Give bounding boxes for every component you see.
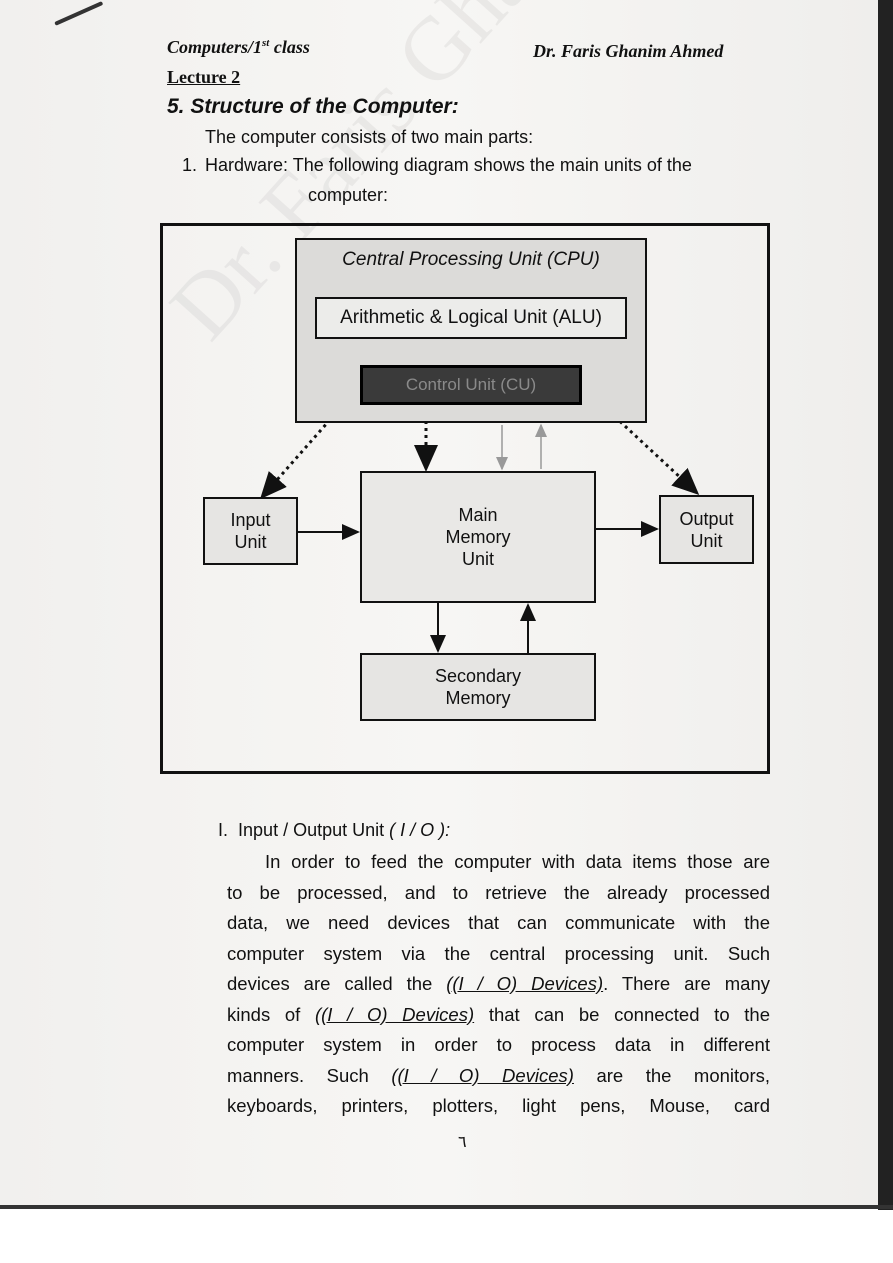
paragraph-line: kinds of ((I / O) Devices) that can be c… xyxy=(227,1000,770,1031)
line6-post: that can be connected to the xyxy=(474,1003,771,1025)
diagram-connectors xyxy=(160,223,770,774)
alu-box: Arithmetic & Logical Unit (ALU) xyxy=(315,297,627,339)
output-label-line2: Unit xyxy=(690,530,723,551)
cu-to-input-arrow xyxy=(260,387,360,500)
paragraph-line: to be processed, and to retrieve the alr… xyxy=(227,881,770,903)
memory-label-line2: Memory xyxy=(445,527,511,547)
course-suffix: class xyxy=(269,37,310,57)
io-subheading-paren: ( I / O ): xyxy=(389,820,451,840)
io-subheading-number: I. xyxy=(218,820,229,840)
paragraph-line: keyboards, printers, plotters, light pen… xyxy=(227,1095,770,1116)
intro-text: The computer consists of two main parts: xyxy=(205,127,534,147)
secondary-label-line2: Memory xyxy=(445,688,511,708)
hardware-continuation: computer: xyxy=(308,185,389,205)
input-label-line2: Unit xyxy=(234,532,267,552)
line8-pre: manners. Such xyxy=(227,1064,392,1086)
io-devices-term: ((I / O) Devices) xyxy=(391,1064,574,1086)
secondary-label-line1: Secondary xyxy=(434,666,522,686)
paragraph-line: devices are called the ((I / O) Devices)… xyxy=(227,969,770,1000)
page-edge-shadow xyxy=(878,0,893,1210)
page-bottom-edge xyxy=(0,1205,893,1209)
lecture-label: Lecture 2 xyxy=(167,67,241,87)
memory-label-line3: Unit xyxy=(461,549,494,569)
paragraph-line: manners. Such ((I / O) Devices) are the … xyxy=(227,1061,770,1092)
line5-post: . There are many xyxy=(603,973,770,994)
output-label-line1: Output xyxy=(679,508,734,529)
course-superscript: st xyxy=(262,37,270,49)
line5-pre: devices are called the xyxy=(227,973,447,994)
io-subheading-text: Input / Output Unit xyxy=(238,820,385,840)
io-subheading: I. Input / Output Unit ( I / O ): xyxy=(218,820,450,841)
io-devices-term: ((I / O) Devices) xyxy=(446,973,604,994)
hardware-text: Hardware: The following diagram shows th… xyxy=(205,155,692,175)
course-header: Computers/1st class xyxy=(167,37,310,58)
cpu-label: Central Processing Unit (CPU) xyxy=(342,249,600,270)
line6-pre: kinds of xyxy=(227,1003,315,1025)
memory-label-line1: Main xyxy=(458,505,498,525)
section-title: 5. Structure of the Computer: xyxy=(167,95,459,118)
paragraph-line: computer system in order to process data… xyxy=(227,1034,770,1055)
control-unit-box: Control Unit (CU) xyxy=(360,365,582,405)
line8-post: are the monitors, xyxy=(573,1064,771,1086)
paragraph-line: computer system via the central processi… xyxy=(227,942,770,964)
computer-structure-diagram: Central Processing Unit (CPU) Arithmetic… xyxy=(160,223,770,774)
diagram-frame xyxy=(160,223,770,774)
input-label-line1: Input xyxy=(230,510,271,530)
hardware-number: 1. xyxy=(182,155,198,175)
author-header: Dr. Faris Ghanim Ahmed xyxy=(533,41,724,61)
paragraph-line: data, we need devices that can communica… xyxy=(227,912,770,933)
course-name: Computers/1 xyxy=(167,37,263,57)
paragraph-line: In order to feed the computer with data … xyxy=(265,851,770,872)
document-page xyxy=(0,0,880,1208)
io-devices-term: ((I / O) Devices) xyxy=(314,1003,475,1025)
page-number: ٦ xyxy=(458,1134,467,1151)
io-paragraph: In order to feed the computer with data … xyxy=(227,847,770,1122)
cu-to-output-arrow xyxy=(582,386,700,496)
